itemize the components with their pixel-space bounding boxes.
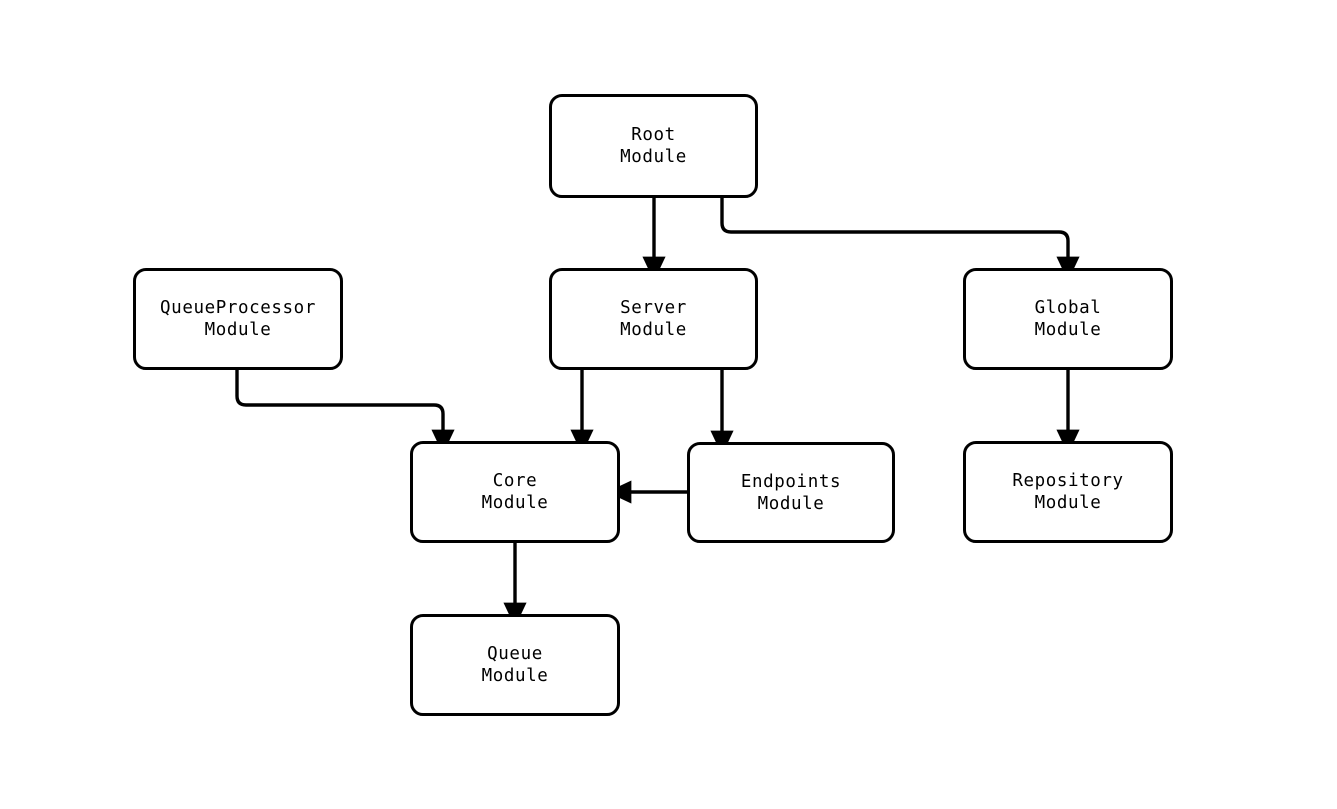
node-queue-subtitle: Module xyxy=(481,666,549,686)
node-endpoints[interactable]: Endpoints Module xyxy=(687,442,895,543)
node-core[interactable]: Core Module xyxy=(410,441,620,543)
node-root-title: Root xyxy=(631,125,676,145)
node-root-subtitle: Module xyxy=(620,147,687,167)
node-repository-title: Repository xyxy=(1012,471,1124,491)
node-queueprocessor-subtitle: Module xyxy=(204,320,272,340)
node-queue[interactable]: Queue Module xyxy=(410,614,620,716)
node-server-title: Server xyxy=(620,298,687,318)
node-root[interactable]: Root Module xyxy=(549,94,758,198)
node-global-title: Global xyxy=(1034,298,1102,318)
node-server-subtitle: Module xyxy=(620,320,687,340)
node-server[interactable]: Server Module xyxy=(549,268,758,370)
node-endpoints-title: Endpoints xyxy=(740,471,842,492)
node-core-title: Core xyxy=(492,471,538,491)
node-core-subtitle: Module xyxy=(481,493,549,513)
node-global[interactable]: Global Module xyxy=(963,268,1173,370)
node-repository-subtitle: Module xyxy=(1034,493,1102,513)
node-queue-title: Queue xyxy=(487,644,543,664)
node-queueprocessor-title: QueueProcessor xyxy=(160,298,316,318)
node-endpoints-subtitle: Module xyxy=(757,493,825,514)
node-repository[interactable]: Repository Module xyxy=(963,441,1173,543)
edge-queueprocessor-to-core xyxy=(235,370,455,455)
node-queueprocessor[interactable]: QueueProcessor Module xyxy=(133,268,343,370)
node-global-subtitle: Module xyxy=(1034,320,1102,340)
edge-root-to-global xyxy=(720,198,1080,282)
